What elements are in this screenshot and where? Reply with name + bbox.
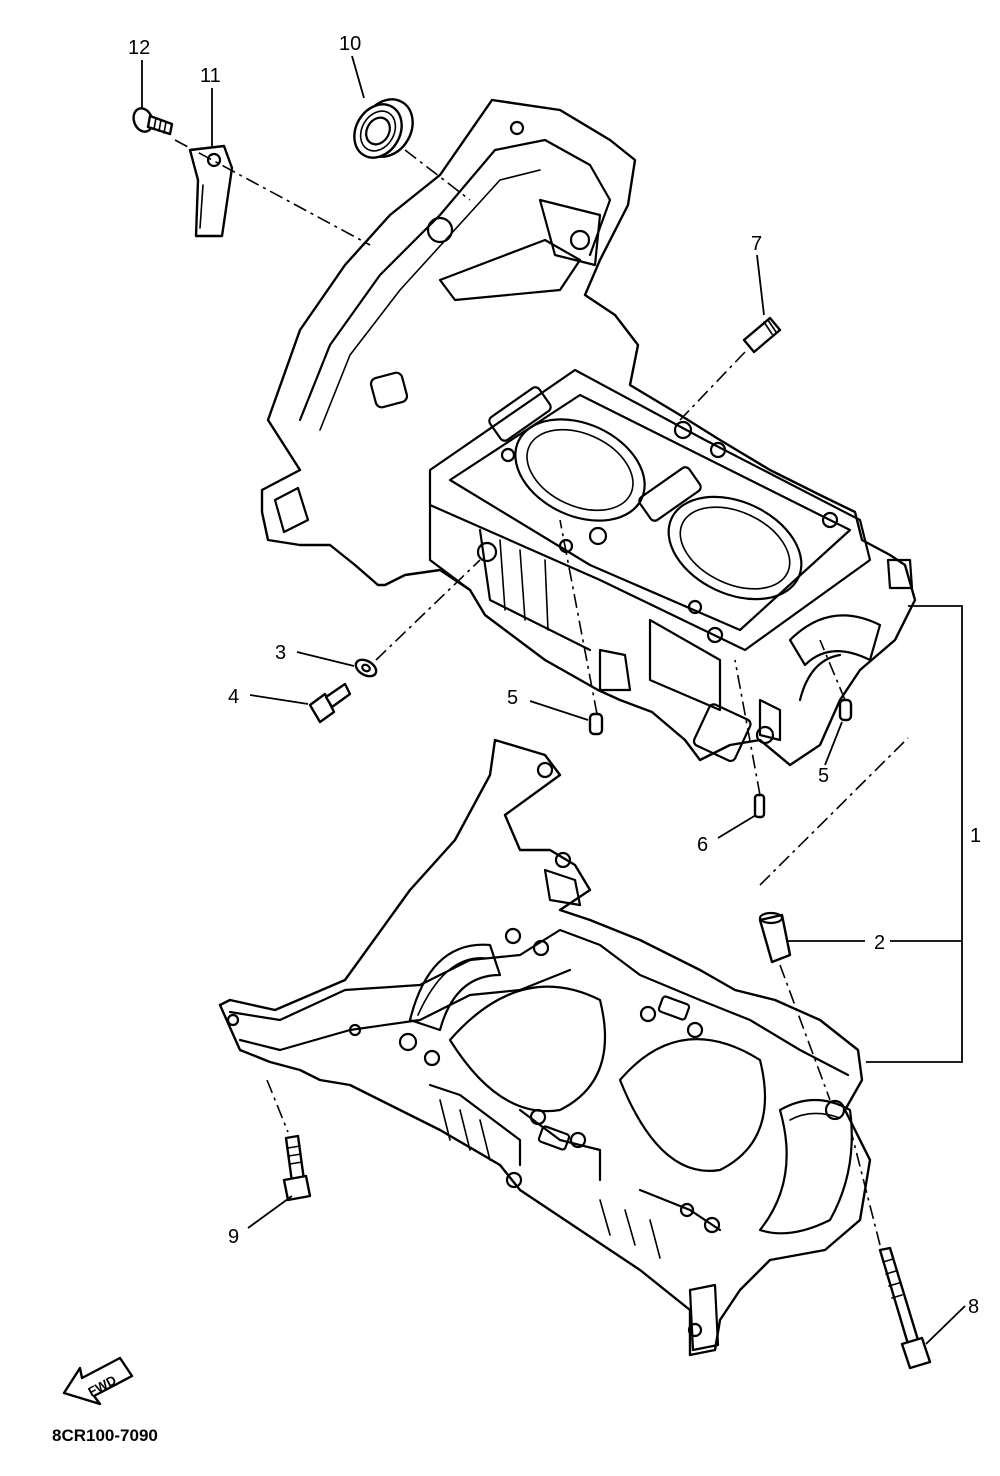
screw-12 — [132, 107, 174, 136]
callout-6: 6 — [697, 834, 708, 856]
washer-3 — [354, 658, 378, 678]
dowel-5-right — [838, 698, 853, 722]
leader-lines — [141, 55, 966, 1345]
upper-crankcase — [260, 98, 917, 767]
callout-4: 4 — [228, 686, 239, 708]
bolt-9 — [282, 1134, 312, 1202]
diagram-code: 8CR100-7090 — [52, 1426, 158, 1445]
assembly-lines — [174, 139, 909, 1246]
callout-labels: 12 11 10 7 3 4 5 5 6 1 2 9 8 — [128, 33, 981, 1318]
plug-7 — [742, 316, 782, 354]
bolt-8 — [878, 1246, 932, 1370]
callout-2: 2 — [874, 932, 885, 954]
callout-3: 3 — [275, 642, 286, 664]
bearing-10 — [353, 98, 414, 159]
callout-5-left: 5 — [507, 687, 518, 709]
callout-1: 1 — [970, 825, 981, 847]
dowel-5-left — [588, 712, 604, 736]
callout-5-right: 5 — [818, 765, 829, 787]
callout-7: 7 — [751, 233, 762, 255]
bolt-4 — [308, 682, 352, 724]
callout-11: 11 — [200, 65, 221, 87]
bracket-11 — [188, 144, 234, 238]
callout-8: 8 — [968, 1296, 979, 1318]
knock-pin-2 — [758, 911, 792, 964]
callout-10: 10 — [339, 33, 361, 55]
callout-9: 9 — [228, 1226, 239, 1248]
callout-12: 12 — [128, 37, 150, 59]
fwd-arrow: FWD — [62, 1356, 134, 1406]
lower-crankcase — [218, 738, 872, 1357]
pin-6 — [753, 793, 766, 819]
